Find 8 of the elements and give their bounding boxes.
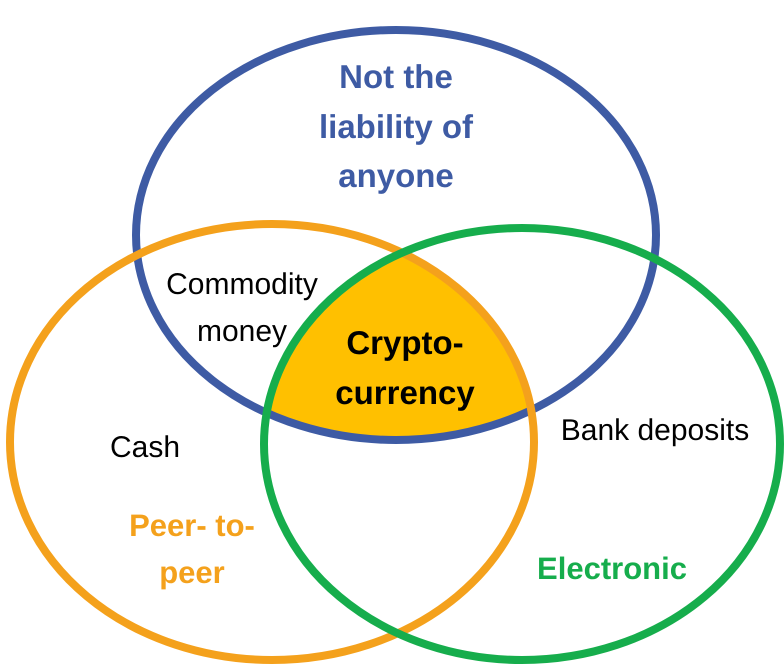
- set-title: Not the liability of anyone: [318, 57, 474, 196]
- region-label: Commodity money: [165, 267, 319, 350]
- set-title: Electronic: [536, 550, 688, 588]
- set-ellipse: [6, 220, 538, 664]
- intersection-label: Crypto- currency: [334, 323, 476, 413]
- set-title: Peer- to-peer: [128, 507, 256, 592]
- region-label: Bank deposits: [560, 413, 750, 449]
- region-label: Cash: [108, 430, 182, 466]
